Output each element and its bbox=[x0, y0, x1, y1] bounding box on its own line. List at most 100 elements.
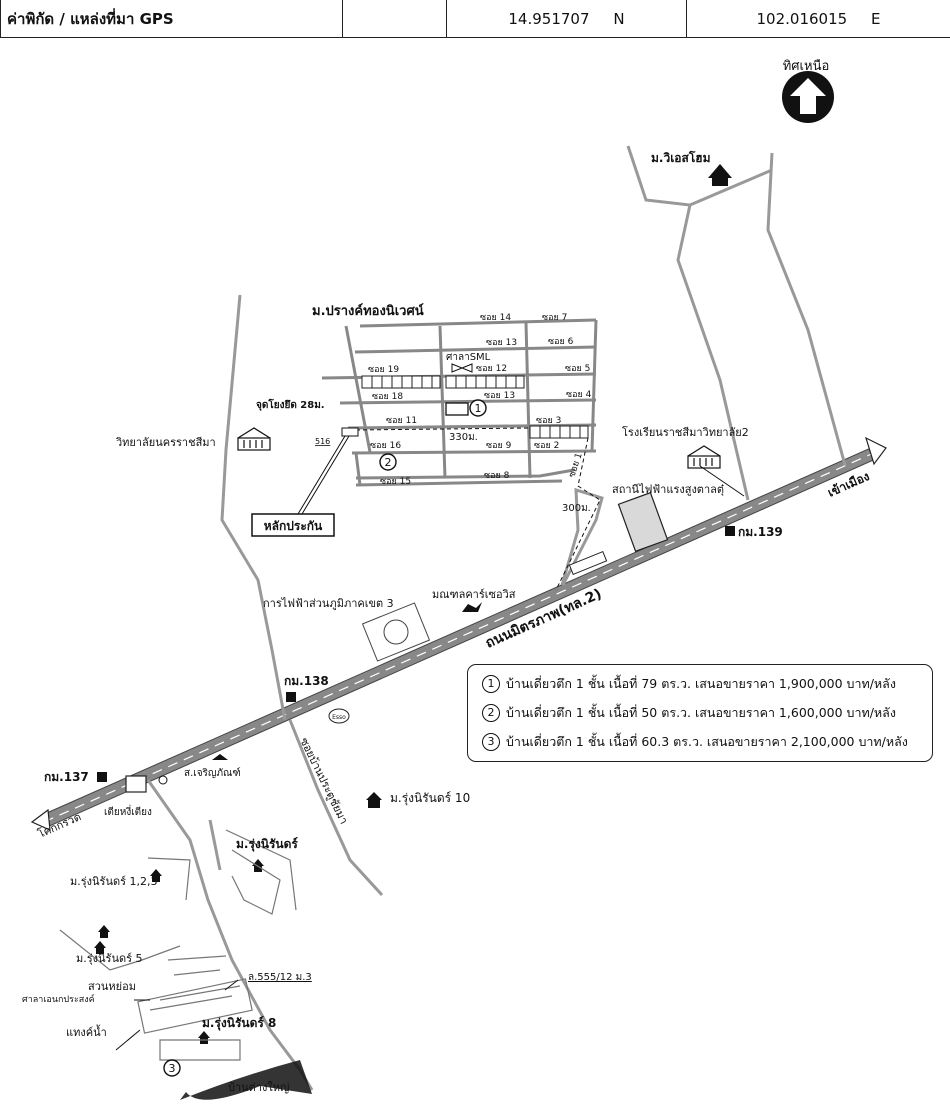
house-rows bbox=[361, 375, 589, 439]
map-number-circles bbox=[163, 399, 487, 1077]
rungnirun-label: ม.รุ่งนิรันดร์ bbox=[236, 837, 298, 852]
water-tank-label: แทงค์น้ำ bbox=[66, 1024, 107, 1039]
soi-18-label: ซอย 18 bbox=[372, 392, 403, 402]
charoen-dot-icon bbox=[158, 775, 168, 785]
house-icon bbox=[198, 1031, 210, 1044]
soi-4-label: ซอย 4 bbox=[566, 390, 592, 400]
soi-19-label: ซอย 19 bbox=[368, 365, 399, 375]
rungnirun-grids bbox=[59, 829, 297, 1061]
soi-11-label: ซอย 11 bbox=[386, 416, 417, 426]
soi-6-label: ซอย 6 bbox=[548, 337, 574, 347]
legend-number: 3 bbox=[482, 732, 500, 751]
target-house-1 bbox=[445, 402, 469, 416]
soi-13a-label: ซอย 13 bbox=[486, 338, 517, 348]
school-icon bbox=[237, 427, 271, 451]
school-icons bbox=[237, 427, 721, 469]
house-icon bbox=[94, 941, 106, 954]
suan-nom-label: สวนหย่อม bbox=[88, 980, 136, 993]
main-road bbox=[39, 446, 879, 829]
house-icon bbox=[366, 792, 382, 808]
esso-icon bbox=[328, 708, 350, 724]
price-legend: 1 บ้านเดี่ยวตึก 1 ชั้น เนื้อที่ 79 ตร.ว. … bbox=[467, 664, 933, 762]
house-icon bbox=[98, 925, 110, 938]
school-icon bbox=[687, 445, 721, 469]
car-care-label: มณฑลคาร์เซอวิส bbox=[432, 588, 516, 601]
tiew-hang-tiang-building bbox=[125, 775, 147, 793]
legend-row: 2 บ้านเดี่ยวตึก 1 ชั้น เนื้อที่ 50 ตร.ว. … bbox=[468, 698, 932, 727]
charoen-label: ส.เจริญภัณฑ์ bbox=[184, 767, 241, 779]
north-arrow-icon bbox=[782, 71, 834, 123]
km137-label: กม.137 bbox=[44, 770, 89, 784]
soi-15-label: ซอย 15 bbox=[380, 477, 411, 487]
soi-14-label: ซอย 14 bbox=[480, 313, 511, 323]
house-icon bbox=[150, 869, 162, 882]
esso-label: Esso bbox=[332, 714, 346, 721]
map-marker-3: 3 bbox=[169, 1062, 176, 1075]
tiew-label: เตียหงี่เตียง bbox=[104, 804, 152, 818]
rungnirun123-label: ม.รุ่งนิรันดร์ 1,2,3 bbox=[70, 875, 158, 888]
gps-header-table: ค่าพิกัด / แหล่งที่มา GPS 14.951707 N 10… bbox=[0, 0, 950, 38]
soi-pratoo-label: ซอยบ้านประตูชัยมา bbox=[297, 736, 350, 827]
legend-row: 3 บ้านเดี่ยวตึก 1 ชั้น เนื้อที่ 60.3 ตร.ว… bbox=[468, 727, 932, 756]
gps-longitude-cell: 102.016015 E bbox=[686, 0, 950, 38]
arrow-to-khokkruat-icon bbox=[30, 808, 51, 831]
car-care-icon bbox=[462, 602, 482, 612]
longitude-value: 102.016015 bbox=[756, 9, 848, 28]
soi-12-label: ซอย 12 bbox=[476, 364, 507, 374]
latitude-dir: N bbox=[613, 9, 625, 28]
reference-marker bbox=[341, 427, 359, 437]
house-icon bbox=[252, 859, 264, 872]
dashed-route bbox=[355, 427, 601, 591]
sala-prasong-label: ศาลาเอนกประสงค์ bbox=[22, 993, 95, 1005]
map-marker-2: 2 bbox=[385, 456, 392, 469]
rungnirun10-label: ม.รุ่งนิรันดร์ 10 bbox=[390, 791, 470, 806]
rungnirun5-label: ม.รุ่งนิรันดร์ 5 bbox=[76, 952, 143, 965]
km139-label: กม.139 bbox=[738, 525, 783, 539]
ban-ta-yai-label: บ้านต่างใหญ่ bbox=[228, 1081, 289, 1094]
legend-text: บ้านเดี่ยวตึก 1 ชั้น เนื้อที่ 60.3 ตร.ว.… bbox=[506, 733, 908, 749]
water-shape bbox=[180, 1060, 312, 1100]
gps-blank-cell bbox=[342, 0, 447, 38]
landmark-label: หลักประกัน bbox=[264, 519, 323, 533]
soi-labels: ซอย 14 ซอย 7 ซอย 13 ซอย 6 ซอย 12 ซอย 5 ซ… bbox=[368, 313, 592, 487]
landmark-box bbox=[251, 513, 335, 537]
soi-13b-label: ซอย 13 bbox=[484, 391, 515, 401]
reference-point-label: จุดโยงยึด 28ม. bbox=[256, 398, 325, 411]
soi-7-label: ซอย 7 bbox=[542, 313, 567, 323]
legend-text: บ้านเดี่ยวตึก 1 ชั้น เนื้อที่ 79 ตร.ว. เ… bbox=[506, 675, 896, 691]
charoen-icon bbox=[212, 754, 228, 760]
dist-330-label: 330ม. bbox=[449, 432, 478, 443]
address-label: ล.555/12 ม.3 bbox=[248, 972, 312, 983]
school-left-label: วิทยาลัยนครราชสีมา bbox=[115, 436, 216, 449]
soi-16-label: ซอย 16 bbox=[370, 441, 401, 451]
legend-number: 2 bbox=[482, 703, 500, 722]
legend-row: 1 บ้านเดี่ยวตึก 1 ชั้น เนื้อที่ 79 ตร.ว. … bbox=[468, 669, 932, 698]
village-main-label: ม.ปรางค์ทองนิเวศน์ bbox=[312, 303, 424, 319]
longitude-dir: E bbox=[871, 9, 881, 28]
latitude-value: 14.951707 bbox=[508, 9, 590, 28]
sala-label: ศาลาSML bbox=[446, 352, 491, 363]
legend-number: 1 bbox=[482, 674, 500, 693]
sala-icon bbox=[451, 363, 473, 373]
rungnirun8-label: ม.รุ่งนิรันดร์ 8 bbox=[202, 1016, 276, 1031]
pea-office-building bbox=[361, 602, 431, 662]
soi-1-label: ซอย 1 bbox=[567, 452, 584, 479]
km-marker-icons bbox=[97, 526, 735, 782]
roadside-building bbox=[568, 550, 608, 576]
substation-building bbox=[617, 491, 669, 553]
north-label: ทิศเหนือ bbox=[783, 58, 830, 74]
village-ves-label: ม.วิเอสโฮม bbox=[651, 150, 711, 165]
arrow-to-city-icon bbox=[865, 436, 887, 466]
gps-label: ค่าพิกัด / แหล่งที่มา GPS bbox=[0, 0, 343, 38]
pea-office-label: การไฟฟ้าส่วนภูมิภาคเขต 3 bbox=[263, 597, 394, 610]
soi-2-label: ซอย 2 bbox=[534, 441, 559, 451]
gps-latitude-cell: 14.951707 N bbox=[446, 0, 687, 38]
km138-label: กม.138 bbox=[284, 674, 329, 688]
location-map: ทิศเหนือ bbox=[22, 58, 887, 1100]
school-right-label: โรงเรียนราชสีมาวิทยาลัย2 bbox=[622, 425, 749, 439]
soi-3-label: ซอย 3 bbox=[536, 416, 561, 426]
house-icons bbox=[94, 164, 732, 1044]
pointer-lines bbox=[115, 430, 745, 1051]
house-icon bbox=[708, 164, 732, 186]
legend-text: บ้านเดี่ยวตึก 1 ชั้น เนื้อที่ 50 ตร.ว. เ… bbox=[506, 704, 896, 720]
